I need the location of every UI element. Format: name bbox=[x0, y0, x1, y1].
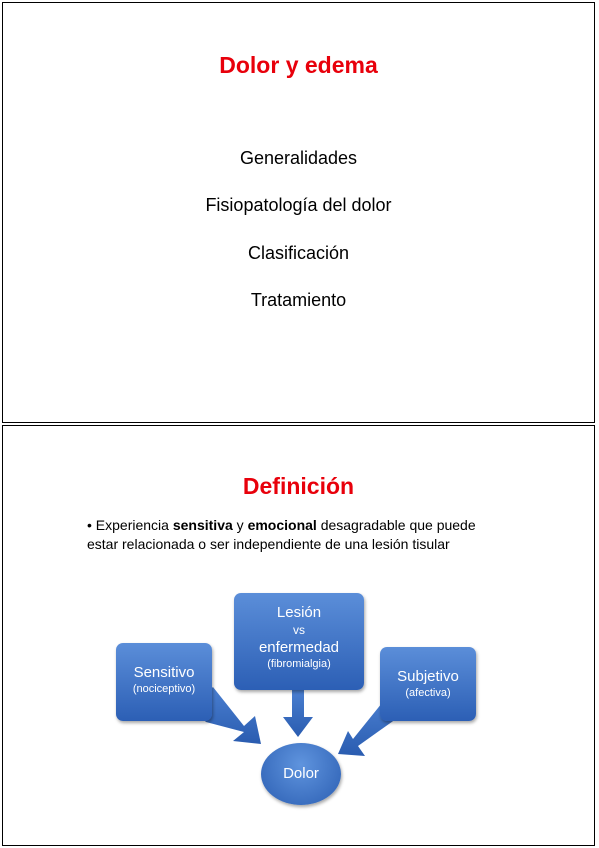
oval-dolor: Dolor bbox=[261, 743, 341, 805]
bullet-suffix: desagradable que puede bbox=[316, 517, 476, 533]
bold-sensitiva: sensitiva bbox=[172, 517, 233, 533]
slide-1-title: Dolor y edema bbox=[219, 52, 378, 78]
slide-2: Definición • Experiencia sensitiva y emo… bbox=[2, 425, 595, 846]
box-lesion-sub: (fibromialgia) bbox=[267, 658, 331, 670]
slide-2-title: Definición bbox=[242, 473, 355, 499]
box-lesion: Lesión vs enfermedad (fibromialgia) bbox=[234, 593, 364, 690]
bullet-prefix: • Experiencia bbox=[87, 517, 173, 533]
definition-bullet: • Experiencia sensitiva y emocional desa… bbox=[87, 516, 527, 554]
box-lesion-line3: enfermedad bbox=[258, 639, 340, 656]
box-subjetivo: Subjetivo (afectiva) bbox=[380, 647, 476, 721]
box-subjetivo-sub: (afectiva) bbox=[405, 687, 451, 699]
bullet-mid: y bbox=[232, 517, 248, 533]
box-lesion-line2: vs bbox=[293, 623, 305, 637]
oval-dolor-label: Dolor bbox=[283, 765, 319, 782]
topic-tratamiento: Tratamiento bbox=[250, 290, 347, 310]
arrow-center bbox=[283, 690, 313, 737]
bullet-line-2: estar relacionada o ser independiente de… bbox=[87, 536, 450, 552]
box-sensitivo: Sensitivo (nociceptivo) bbox=[116, 643, 212, 721]
topic-generalidades: Generalidades bbox=[239, 148, 358, 168]
box-lesion-line1: Lesión bbox=[276, 604, 322, 621]
box-sensitivo-sub: (nociceptivo) bbox=[132, 683, 196, 695]
bold-emocional: emocional bbox=[247, 517, 317, 533]
box-sensitivo-label: Sensitivo bbox=[133, 664, 195, 681]
topic-clasificacion: Clasificación bbox=[247, 243, 350, 263]
topic-fisiopatologia: Fisiopatología del dolor bbox=[205, 195, 392, 215]
box-subjetivo-label: Subjetivo bbox=[397, 668, 459, 685]
slide-1: Dolor y edema Generalidades Fisiopatolog… bbox=[2, 2, 595, 423]
